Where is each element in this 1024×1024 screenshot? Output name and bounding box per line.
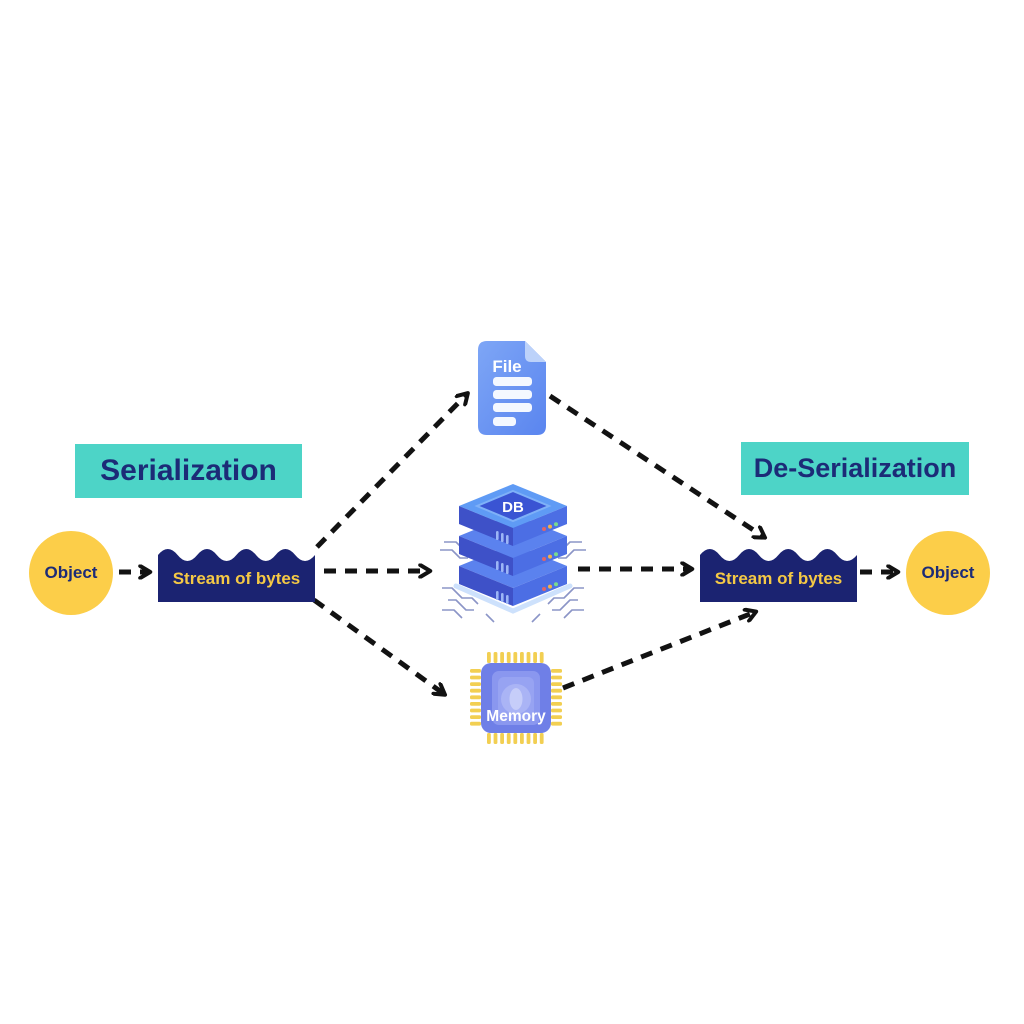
- arrow-memory-to-stream-right: [562, 612, 755, 691]
- object-node-left: Object: [29, 531, 113, 615]
- deserialization-title: De-Serialization: [741, 442, 969, 495]
- database-icon-label: DB: [502, 499, 524, 516]
- stream-right-label: Stream of bytes: [714, 569, 843, 588]
- stream-of-bytes-banner-left: Stream of bytes: [158, 546, 315, 602]
- file-icon: File: [478, 341, 546, 435]
- wave-shape: [158, 549, 315, 602]
- stream-left-label: Stream of bytes: [172, 569, 301, 588]
- memory-chip-icon: Memory: [470, 652, 562, 744]
- wave-shape: [700, 549, 857, 602]
- object-left-label: Object: [44, 563, 98, 582]
- database-icon: DB: [440, 484, 586, 623]
- file-icon-label: File: [492, 357, 521, 376]
- object-node-right: Object: [906, 531, 990, 615]
- stream-of-bytes-banner-right: Stream of bytes: [700, 546, 857, 602]
- memory-chip-label: Memory: [486, 708, 546, 725]
- chip-pins: [470, 652, 562, 744]
- serialization-title-label: Serialization: [100, 454, 277, 487]
- arrow-stream-left-to-memory: [312, 597, 444, 694]
- deserialization-title-label: De-Serialization: [753, 453, 957, 483]
- serialization-title: Serialization: [75, 444, 302, 498]
- object-right-label: Object: [921, 563, 975, 582]
